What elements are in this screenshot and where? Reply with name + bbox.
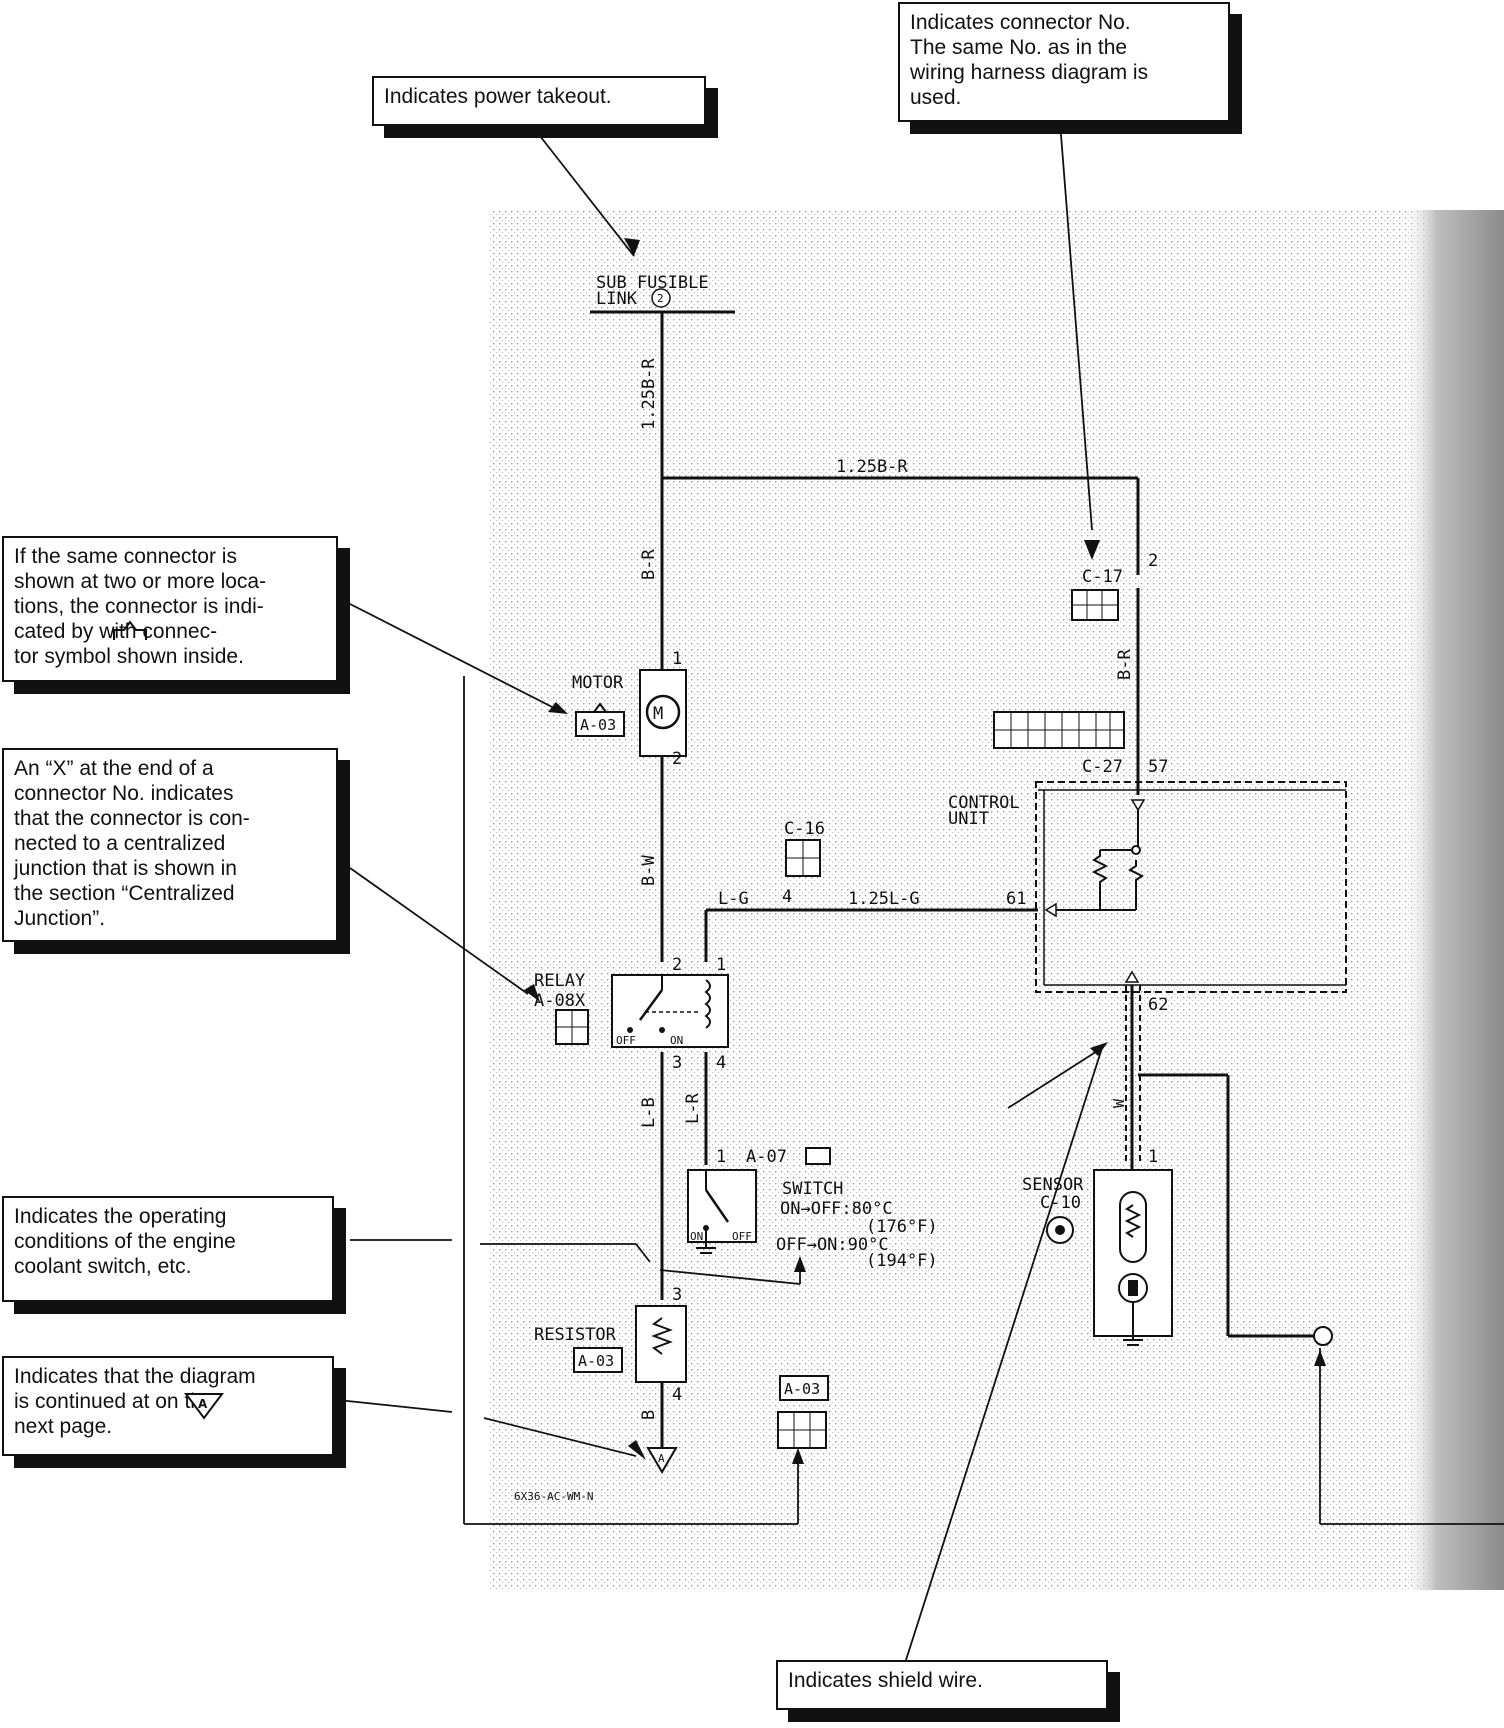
relay-label: RELAY — [534, 971, 585, 991]
wire-w-label: W — [1110, 1098, 1128, 1108]
c27-label: C-27 — [1082, 757, 1123, 777]
coolant-switch-symbol — [687, 1169, 757, 1254]
wire-main-label: 1.25B-R — [639, 358, 659, 430]
resistor-connector-label: A-03 — [578, 1352, 614, 1370]
relay-connector-box — [555, 1009, 589, 1045]
relay-on-label: ON — [670, 1034, 683, 1047]
sensor-label: SENSOR — [1022, 1175, 1084, 1195]
motor-label: MOTOR — [572, 673, 624, 693]
svg-text:M: M — [653, 704, 663, 724]
pin-1-switch: 1 — [716, 1147, 726, 1167]
pin-3-relay: 3 — [672, 1053, 682, 1073]
wire-l-b-label: L-B — [639, 1097, 659, 1128]
control-unit-label-1: CONTROL — [948, 793, 1020, 813]
callout-connector-no: Indicates connector No. The same No. as … — [898, 2, 1230, 122]
relay-off-label: OFF — [616, 1034, 636, 1047]
switch-label: SWITCH — [782, 1179, 843, 1199]
c16-connector-box — [785, 839, 821, 877]
wire-top-label: 1.25B-R — [836, 457, 908, 477]
callout-continued: Indicates that the diagram is continued … — [2, 1356, 334, 1456]
pin-4-c16: 4 — [782, 887, 792, 907]
resistor-symbol — [635, 1305, 687, 1383]
motor-connector-box — [575, 702, 625, 737]
switch-condition-2: (176°F) — [866, 1217, 938, 1237]
continue-marker — [646, 1447, 678, 1474]
switch-condition-3: OFF→ON:90°C — [776, 1235, 889, 1255]
pin-2-relay: 2 — [672, 955, 682, 975]
shield-continue-marker — [1313, 1326, 1333, 1346]
switch-connector-label: A-07 — [746, 1147, 787, 1167]
c17-connector-box — [1071, 589, 1119, 621]
pin-4-resistor: 4 — [672, 1385, 682, 1405]
switch-connector-box — [805, 1147, 831, 1165]
connector-symbol-icon — [113, 620, 147, 640]
pin-2-c17: 2 — [1148, 551, 1158, 571]
link-number-circle — [651, 288, 671, 308]
switch-condition-4: (194°F) — [866, 1251, 938, 1271]
c17-label: C-17 — [1082, 567, 1123, 587]
svg-text:A: A — [198, 1397, 208, 1411]
pin-2-motor: 2 — [672, 749, 682, 769]
wire-125l-g-label: 1.25L-G — [848, 889, 920, 909]
callout-shield-wire: Indicates shield wire. — [776, 1660, 1108, 1710]
a03-connector-label: A-03 — [784, 1380, 820, 1398]
continue-symbol-icon: A — [184, 1393, 224, 1420]
motor-symbol: M — [639, 669, 687, 757]
sub-fusible-link-label: SUB FUSIBLE — [596, 273, 709, 293]
relay-symbol — [611, 974, 729, 1048]
pin-1-sensor: 1 — [1148, 1147, 1158, 1167]
wire-b-r-label-1: B-R — [639, 549, 659, 580]
c27-connector-box — [993, 711, 1125, 749]
control-unit-label-2: UNIT — [948, 809, 989, 829]
sub-fusible-link-label-2: LINK — [596, 289, 638, 309]
switch-condition-1: ON→OFF:80°C — [780, 1199, 893, 1219]
link-number: 2 — [657, 292, 664, 305]
resistor-label: RESISTOR — [534, 1325, 617, 1345]
switch-on-label: ON — [690, 1230, 703, 1243]
pin-3-resistor: 3 — [672, 1285, 682, 1305]
callout-operating-conditions: Indicates the operating conditions of th… — [2, 1196, 334, 1302]
callout-same-connector: If the same connector is shown at two or… — [2, 536, 338, 682]
wire-l-r-label: L-R — [683, 1093, 703, 1124]
resistor-connector-box — [573, 1347, 623, 1373]
sensor-symbol — [1093, 1169, 1173, 1346]
pin-62: 62 — [1148, 995, 1168, 1015]
pin-1-motor: 1 — [672, 649, 682, 669]
pin-61: 61 — [1006, 889, 1026, 909]
sheet-code: 6X36-AC-WM-N — [514, 1490, 593, 1503]
control-unit-box — [1035, 781, 1347, 993]
callout-power-takeout: Indicates power takeout. — [372, 76, 706, 126]
pin-57: 57 — [1148, 757, 1168, 777]
page-edge-shade — [1400, 210, 1504, 1590]
callout-x-connector: An “X” at the end of a connector No. ind… — [2, 748, 338, 942]
wire-b-label: B — [639, 1410, 659, 1420]
sensor-connector-label: C-10 — [1040, 1193, 1081, 1213]
motor-connector-label: A-03 — [580, 716, 616, 734]
continue-letter: A — [658, 1452, 665, 1465]
a03-connector-box — [777, 1375, 829, 1449]
relay-connector-label: A-08X — [534, 991, 586, 1011]
wire-b-r-label-2: B-R — [1115, 649, 1135, 680]
pin-4-relay: 4 — [716, 1053, 726, 1073]
wire-b-w-label: B-W — [639, 855, 659, 886]
pin-1-relay: 1 — [716, 955, 726, 975]
switch-off-label: OFF — [732, 1230, 752, 1243]
sensor-connector-symbol — [1046, 1216, 1074, 1244]
wire-l-g-label: L-G — [718, 889, 749, 909]
c16-label: C-16 — [784, 819, 825, 839]
